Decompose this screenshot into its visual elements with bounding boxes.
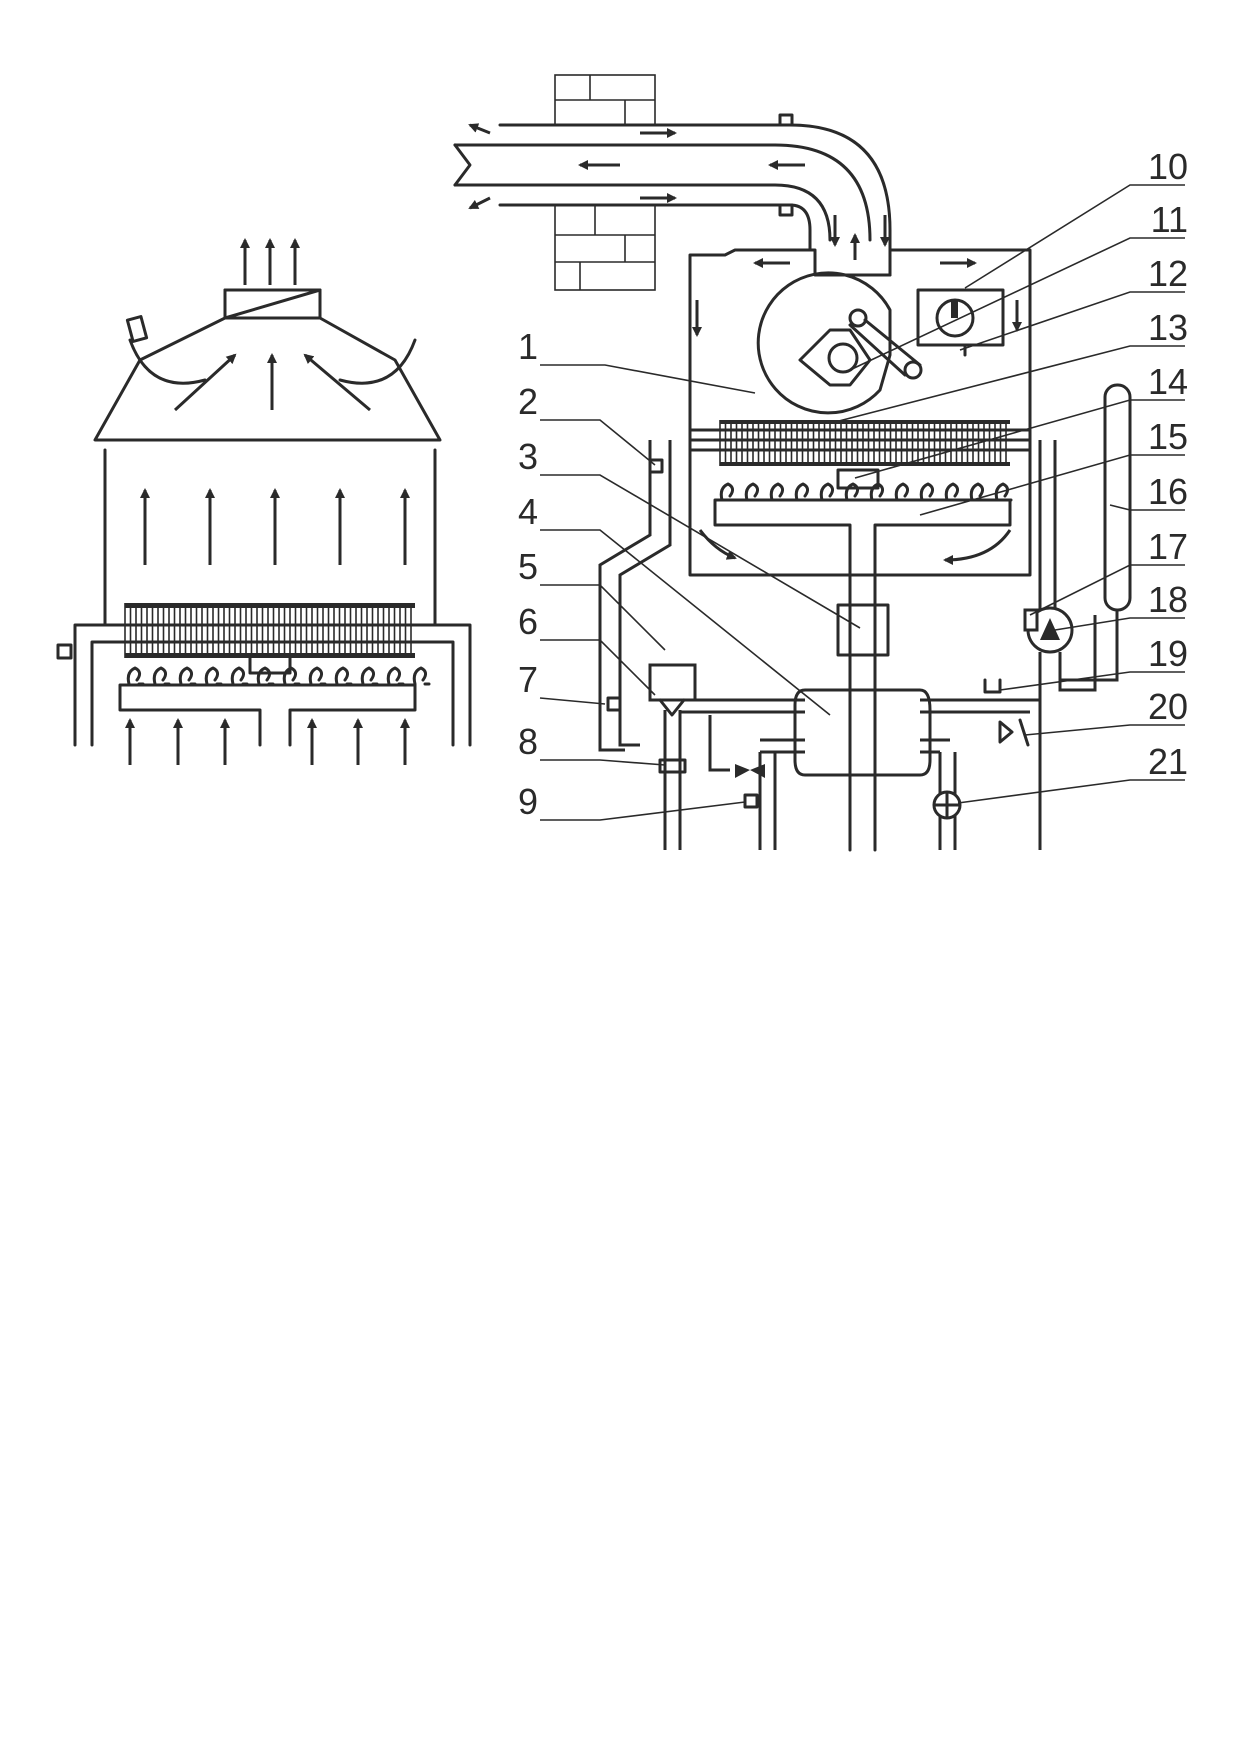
burner-flame-icon [230,666,249,686]
flow-arrow-icon [468,196,491,210]
burner-flame-icon [944,482,963,502]
burner-flame-icon [308,666,327,686]
gas-valve [836,603,890,657]
heat-exchanger-fins-right [719,420,1010,466]
sensor-2-icon [648,458,664,474]
fill-valve [735,764,765,778]
callout-8: 8 [518,721,538,762]
callout-3: 3 [518,436,538,477]
callout-6: 6 [518,601,538,642]
sensor-9-icon [743,793,759,809]
burner-flame-icon [386,666,405,686]
flow-arrow-icon [468,123,491,135]
sensor-7-icon [606,696,622,712]
coaxial-flue-pipe [453,113,892,252]
combustion-chamber-diagram [56,238,472,765]
burner-flame-icon [204,666,223,686]
callout-15: 15 [1148,416,1188,457]
callout-1: 1 [518,326,538,367]
draft-hood [93,316,442,442]
burner-flame-icon [282,666,301,686]
burner-flame-icon [844,482,863,502]
callout-17: 17 [1148,526,1188,567]
air-vent-19 [983,678,1002,694]
burner-flame-icon [412,666,431,686]
burner-flame-icon [360,666,379,686]
callout-7: 7 [518,659,538,700]
safety-valve-20 [998,718,1030,747]
burner-flame-icon [919,482,938,502]
burner-row-left [126,653,431,686]
burner-flame-icon [152,666,171,686]
callout-21: 21 [1148,741,1188,782]
brick-wall [554,74,656,291]
callout-11: 11 [1151,199,1188,240]
burner-flame-icon [894,482,913,502]
callout-9: 9 [518,781,538,822]
callout-14: 14 [1148,361,1188,402]
burner-flame-icon [334,666,353,686]
flow-arrow-icon [173,353,237,412]
fan-assembly [756,271,1005,415]
callout-18: 18 [1148,579,1188,620]
burner-flame-icon [744,482,763,502]
boiler-system-diagram [453,74,1132,852]
burner-flame-icon [719,482,738,502]
leader-lines [539,184,1185,821]
callout-13: 13 [1148,307,1188,348]
callout-2: 2 [518,381,538,422]
overheat-sensor-icon [56,643,73,660]
airflow-arrows [125,238,410,765]
callout-20: 20 [1148,686,1188,727]
flue-outlet [223,288,322,320]
burner-flame-icon [256,666,275,686]
callout-19: 19 [1148,633,1188,674]
burner-flame-icon [769,482,788,502]
burner-flame-icon [819,482,838,502]
gas-manifold [713,498,1012,852]
callout-16: 16 [1148,471,1188,512]
flow-arrow-icon [303,353,371,412]
burner-flame-icon [794,482,813,502]
burner-flame-icon [178,666,197,686]
callout-12: 12 [1148,253,1188,294]
diverter-valve [648,663,697,702]
callout-4: 4 [518,491,538,532]
burner-flame-icon [126,666,145,686]
callout-10: 10 [1148,146,1188,187]
callout-5: 5 [518,546,538,587]
heat-exchanger-fins [124,603,415,658]
draft-sensor-icon [125,315,149,343]
